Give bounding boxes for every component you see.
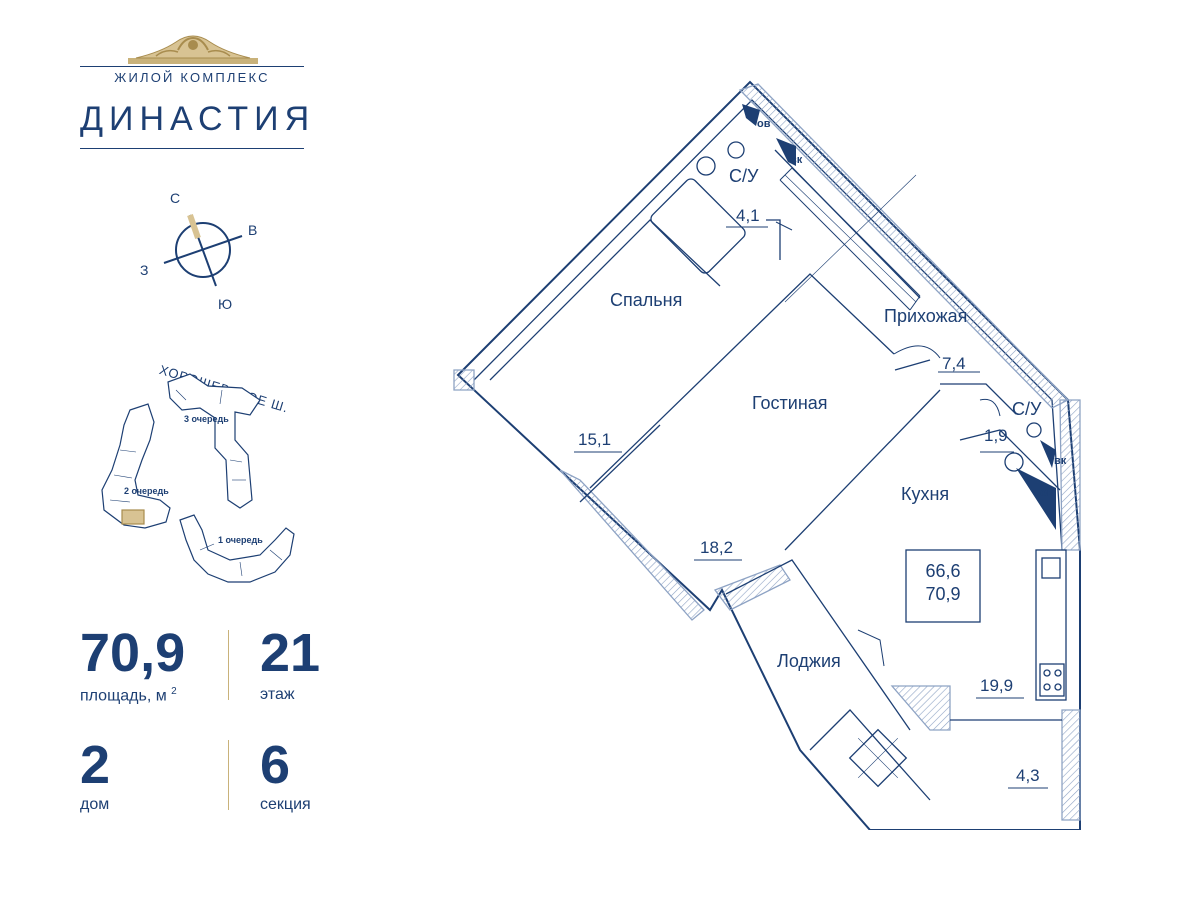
- room-bathroom1-area: 4,1: [736, 206, 760, 225]
- area-unit-sup: 2: [171, 686, 177, 697]
- area-value: 70,9: [80, 623, 186, 683]
- room-bedroom-name: Спальня: [610, 290, 683, 310]
- room-hallway-name: Прихожая: [884, 306, 968, 326]
- shaft-label-vk-right: вк: [1054, 455, 1067, 467]
- room-loggia-name: Лоджия: [777, 651, 841, 671]
- compass-east-label: В: [248, 222, 258, 238]
- room-living-name: Гостиная: [752, 393, 828, 413]
- room-bathroom2-name: С/У: [1012, 399, 1042, 419]
- phase-label-3: 3 очередь: [184, 414, 229, 424]
- room-kitchen-name: Кухня: [901, 484, 950, 504]
- section-label: секция: [260, 796, 311, 813]
- room-living-area: 18,2: [700, 538, 734, 557]
- logo-subtitle: ЖИЛОЙ КОМПЛЕКС: [114, 70, 270, 85]
- shaft-label-ov-top: ов: [757, 118, 771, 130]
- compass-icon: [163, 214, 243, 287]
- compass-west-label: З: [140, 262, 149, 278]
- compass-south-label: Ю: [218, 296, 233, 312]
- phase-label-1: 1 очередь: [218, 535, 263, 545]
- total-area-box: 66,6 70,9: [906, 560, 980, 607]
- stats-separator-bottom: [228, 740, 229, 810]
- area-label-text: площадь, м: [80, 687, 167, 705]
- logo-crown-icon: [128, 35, 258, 64]
- phase-label-2: 2 очередь: [124, 486, 169, 496]
- area-label: площадь, м 2: [80, 686, 177, 705]
- house-label: дом: [80, 796, 110, 813]
- room-bedroom-area: 15,1: [578, 430, 612, 449]
- logo-title: ДИНАСТИЯ: [80, 100, 316, 138]
- shaft-label-ov-right: ов: [1040, 487, 1054, 499]
- compass-north-label: С: [170, 190, 181, 206]
- room-bathroom2-area: 1,9: [984, 426, 1008, 445]
- house-value: 2: [80, 735, 111, 795]
- room-kitchen-area: 19,9: [980, 676, 1014, 695]
- room-loggia-area: 4,3: [1016, 766, 1040, 785]
- room-bathroom1-name: С/У: [729, 166, 759, 186]
- logo-top-rule: [80, 66, 304, 67]
- site-map-buildings: [101, 373, 295, 583]
- floor-plan-drawing: [453, 80, 1081, 830]
- section-value: 6: [260, 735, 291, 795]
- floor-label: этаж: [260, 686, 295, 703]
- logo-bottom-rule: [80, 148, 304, 149]
- shaft-label-vk-top: вк: [790, 154, 803, 166]
- total-full-area: 70,9: [925, 584, 961, 605]
- room-hallway-area: 7,4: [942, 354, 966, 373]
- stats-separator-top: [228, 630, 229, 700]
- floor-value: 21: [260, 623, 321, 683]
- total-living-area: 66,6: [925, 561, 961, 581]
